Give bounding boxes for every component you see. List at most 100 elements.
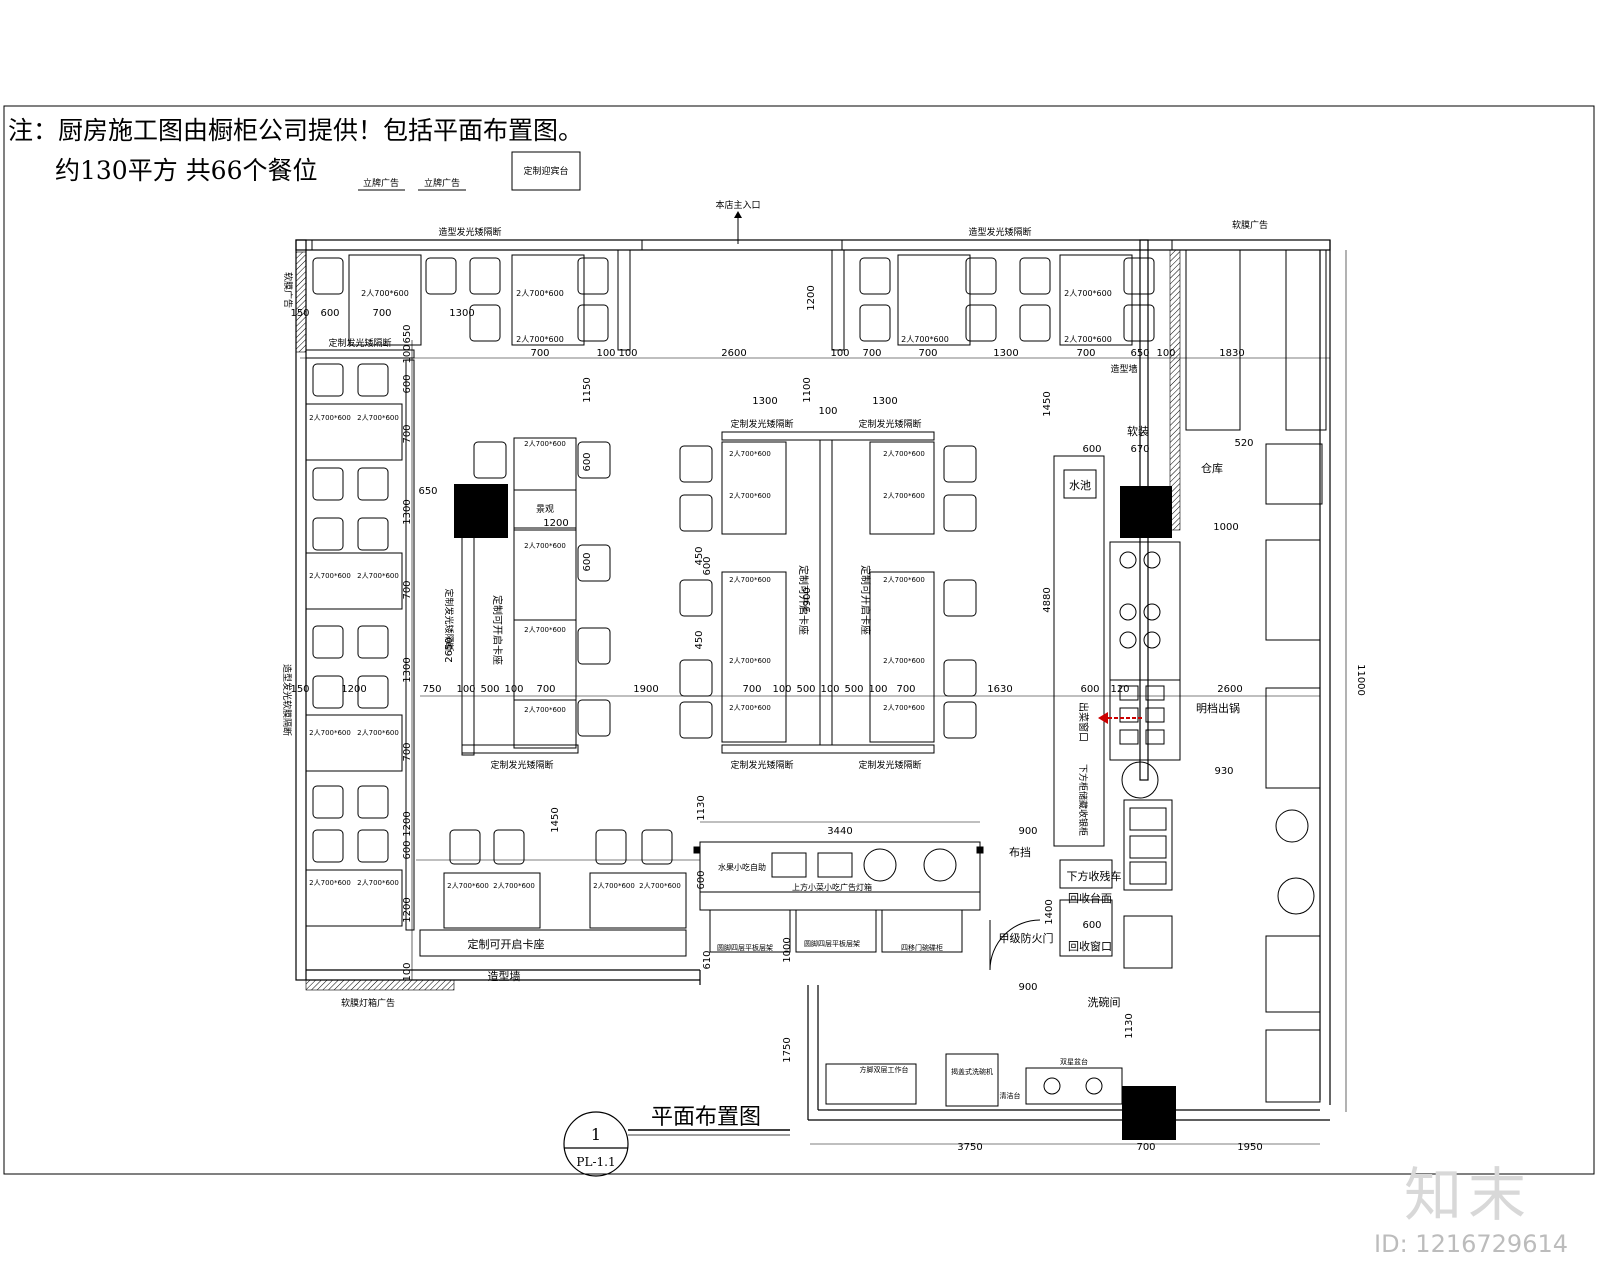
svg-text:100: 100 (456, 684, 475, 695)
svg-text:4880: 4880 (1042, 587, 1053, 612)
svg-text:1450: 1450 (1042, 391, 1053, 416)
svg-text:700: 700 (896, 684, 915, 695)
table-label: 2人700*600 (524, 440, 566, 448)
kitchen-equipment (825, 249, 1327, 1107)
svg-text:700: 700 (1076, 348, 1095, 359)
table-label: 2人700*600 (357, 414, 399, 422)
hatched-walls (295, 249, 1181, 991)
booth-mid2-label: 定制可开启卡座 (859, 565, 872, 635)
booth-mid1-label: 定制可开启卡座 (797, 565, 810, 635)
svg-text:2650: 2650 (444, 637, 455, 662)
watermark-id: ID: 1216729614 (1374, 1230, 1568, 1258)
table-label: 2人700*600 (309, 879, 351, 887)
svg-text:120: 120 (1110, 684, 1129, 695)
svg-text:650: 650 (402, 324, 413, 343)
svg-text:1300: 1300 (993, 348, 1018, 359)
dishwash-room-label: 洗碗间 (1088, 995, 1121, 1009)
table-label: 2人700*600 (493, 882, 535, 890)
top-partition-right-label: 造型发光矮隔断 (968, 226, 1031, 238)
table-label: 2人700*600 (357, 729, 399, 737)
svg-text:1750: 1750 (782, 1037, 793, 1062)
svg-text:600: 600 (582, 552, 593, 571)
left-dims: 650 100 600 700 1300 700 1300 700 1200 6… (402, 324, 413, 981)
misc-dims: 600 700 1300 150 1300 100 1300 1150 1100… (290, 285, 1366, 1062)
table-label: 2人700*600 (361, 289, 409, 298)
title-number: 1 (591, 1125, 601, 1144)
svg-text:1300: 1300 (752, 396, 777, 407)
svg-text:150: 150 (290, 684, 309, 695)
column (454, 484, 508, 538)
svg-text:1130: 1130 (696, 795, 707, 820)
svg-text:1900: 1900 (633, 684, 658, 695)
svg-text:750: 750 (422, 684, 441, 695)
soft-film-top-label: 软膜广告 (1232, 219, 1268, 231)
table-label: 2人700*600 (729, 450, 771, 458)
table-label: 2人700*600 (883, 450, 925, 458)
svg-text:900: 900 (1018, 826, 1037, 837)
svg-text:100: 100 (818, 406, 837, 417)
svg-text:1400: 1400 (1044, 899, 1055, 924)
svg-text:1130: 1130 (1124, 1013, 1135, 1038)
kitchen-column (1120, 486, 1172, 538)
hood-dishwasher-label: 揭盖式洗碗机 (951, 1067, 993, 1076)
svg-text:1300: 1300 (872, 396, 897, 407)
collect-window-label: 回收窗口 (1068, 939, 1112, 953)
table-label: 2人700*600 (883, 576, 925, 584)
svg-text:100: 100 (618, 348, 637, 359)
svg-text:700: 700 (742, 684, 761, 695)
svg-text:100: 100 (820, 684, 839, 695)
svg-text:600: 600 (402, 374, 413, 393)
left-partition (305, 349, 415, 359)
mid-dims: 750 100 500 100 700 1900 700 100 500 100… (422, 684, 1242, 695)
bottom-dims: 3750 700 1950 (957, 1142, 1262, 1153)
svg-text:450: 450 (694, 546, 705, 565)
svg-text:100: 100 (504, 684, 523, 695)
table-label: 2人700*600 (524, 706, 566, 714)
svg-text:600: 600 (582, 452, 593, 471)
bottom-row-seating (419, 829, 687, 957)
left-partition-label: 定制发光矮隔断 (328, 337, 391, 349)
svg-text:700: 700 (402, 580, 413, 599)
svg-text:600: 600 (1080, 684, 1099, 695)
shelf-a-label: 圆脚四层平板层架 (717, 943, 773, 952)
svg-text:1150: 1150 (582, 377, 593, 402)
svg-text:1200: 1200 (341, 684, 366, 695)
title-circle (563, 1111, 629, 1177)
svg-text:150: 150 (290, 308, 309, 319)
top-partition-left-label: 造型发光矮隔断 (438, 226, 501, 238)
fire-door-label: 甲级防火门 (999, 931, 1054, 945)
top-dims: 700 100 100 2600 100 700 700 1300 700 65… (530, 348, 1244, 359)
svg-text:900: 900 (1018, 982, 1037, 993)
soft-film-left-label: 软膜广告 (282, 272, 294, 308)
table-label: 2人700*600 (309, 729, 351, 737)
softdeco-label: 软装 (1127, 424, 1149, 438)
svg-text:100: 100 (868, 684, 887, 695)
svg-text:1200: 1200 (543, 518, 568, 529)
table-label: 2人700*600 (524, 542, 566, 550)
partition-low-right-label: 定制发光矮隔断 (858, 759, 921, 771)
table-label: 2人700*600 (524, 626, 566, 634)
svg-text:500: 500 (480, 684, 499, 695)
table-label: 2人700*600 (729, 704, 771, 712)
table-label: 2人700*600 (516, 335, 564, 344)
table-label: 2人700*600 (883, 704, 925, 712)
note-line-2: 约130平方 共66个餐位 (55, 156, 318, 185)
svg-text:700: 700 (530, 348, 549, 359)
svg-text:1100: 1100 (802, 377, 813, 402)
svg-text:1950: 1950 (1237, 1142, 1262, 1153)
table-label: 2人700*600 (516, 289, 564, 298)
svg-text:1300: 1300 (449, 308, 474, 319)
table-label: 2人700*600 (357, 879, 399, 887)
svg-text:600: 600 (320, 308, 339, 319)
svg-text:100: 100 (772, 684, 791, 695)
svg-text:1300: 1300 (402, 499, 413, 524)
svg-text:11000: 11000 (1355, 664, 1366, 696)
sheet-border (3, 105, 1595, 1175)
svg-text:1300: 1300 (402, 657, 413, 682)
table-label: 2人700*600 (729, 492, 771, 500)
svg-text:700: 700 (402, 424, 413, 443)
top-partitions (311, 239, 1173, 251)
table-label: 2人700*600 (309, 572, 351, 580)
svg-text:3900: 3900 (802, 587, 813, 612)
